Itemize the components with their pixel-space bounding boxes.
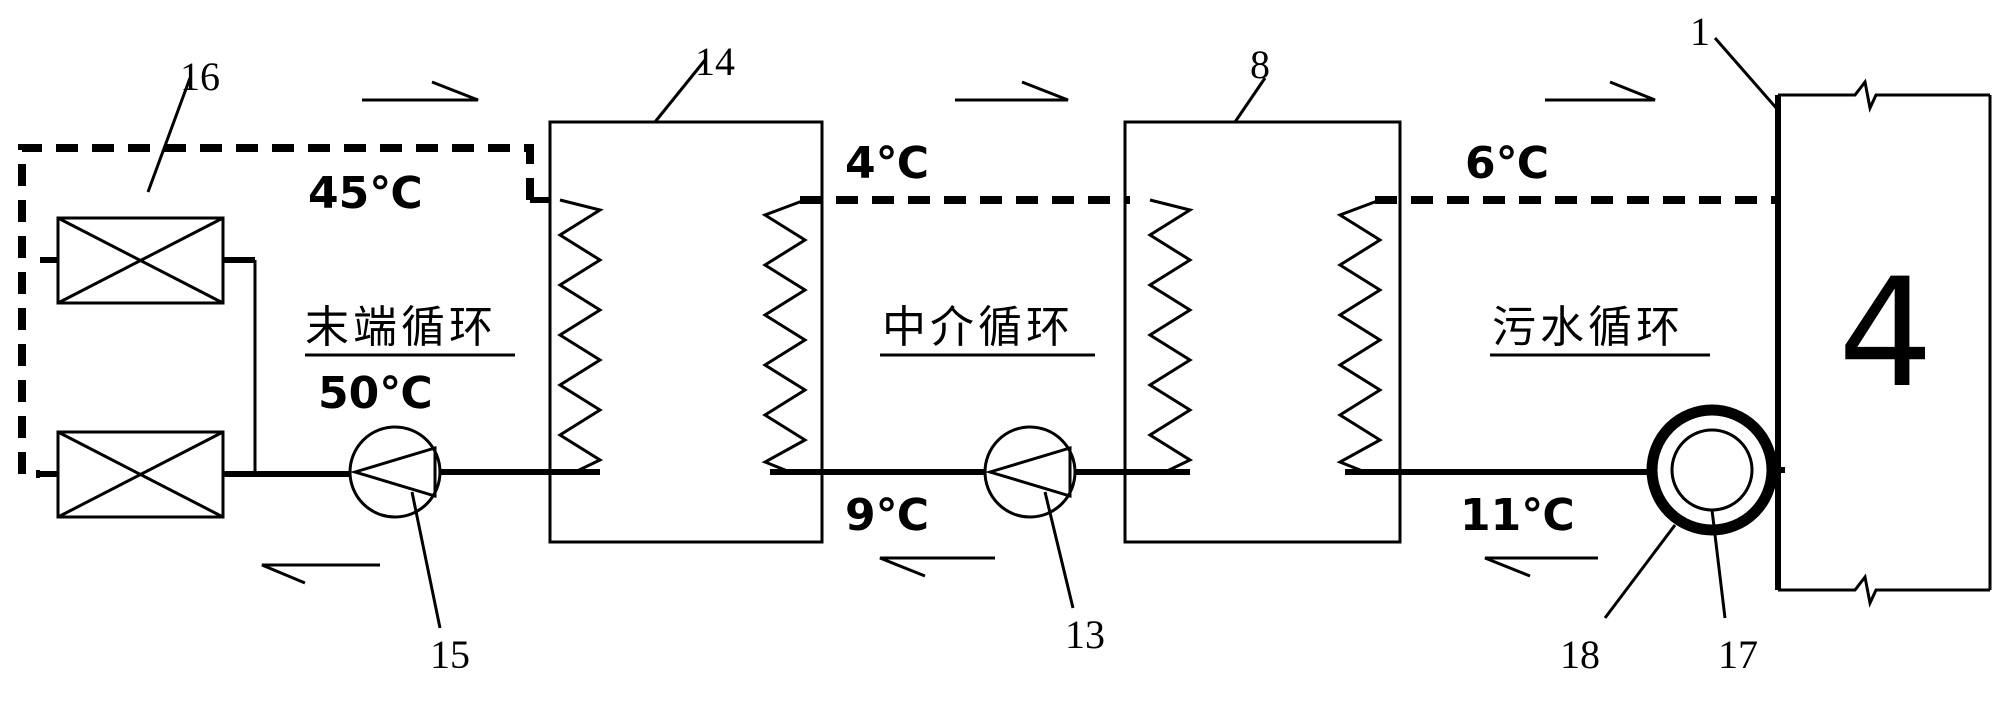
flow-arrow-right <box>1545 80 1656 102</box>
terminal-unit-lower <box>56 430 225 519</box>
coil-right-hx8 <box>1336 198 1383 474</box>
flow-arrow-left <box>1484 556 1598 578</box>
coil-left-hx8 <box>1147 198 1194 474</box>
loop-label-intermediate: 中介循环 <box>882 302 1074 353</box>
terminal-unit-upper <box>56 216 225 305</box>
pump-15 <box>348 425 442 519</box>
temp-11c: 11℃ <box>1460 490 1575 541</box>
ref-14: 14 <box>695 39 735 84</box>
flow-arrow-left <box>879 556 995 578</box>
ref-13: 13 <box>1065 612 1105 657</box>
temp-4c: 4℃ <box>845 138 929 189</box>
temp-9c: 9℃ <box>845 490 929 541</box>
heat-exchanger-14 <box>548 120 824 544</box>
coil-right-hx14 <box>761 198 808 474</box>
pump-13 <box>983 425 1077 519</box>
leader-17 <box>1710 509 1727 619</box>
tank-label-4: 4 <box>1838 247 1933 421</box>
temp-45c: 45℃ <box>308 168 423 219</box>
sewage-filter-17 <box>1670 428 1754 512</box>
flow-arrow-left <box>261 563 380 585</box>
temp-6c: 6℃ <box>1465 138 1549 189</box>
leader-15 <box>410 491 442 629</box>
heat-exchanger-8 <box>1123 120 1402 544</box>
ref-18: 18 <box>1560 632 1600 677</box>
flow-arrow-right <box>955 80 1069 102</box>
leader-18 <box>1603 524 1677 619</box>
loop-label-sewage: 污水循环 <box>1492 302 1684 353</box>
leader-8 <box>1233 77 1267 123</box>
ref-1: 1 <box>1690 9 1710 54</box>
coil-left-hx14 <box>557 198 604 474</box>
ref-8: 8 <box>1250 42 1270 87</box>
loop-label-terminal: 末端循环 <box>305 302 497 353</box>
ref-15: 15 <box>430 632 470 677</box>
ref-17: 17 <box>1718 632 1758 677</box>
leader-16 <box>146 77 192 193</box>
terminal-supply-dashed-pipe <box>18 144 534 478</box>
flow-arrow-right <box>362 80 479 102</box>
sewage-channel-1 <box>1775 78 1992 608</box>
temp-50c: 50℃ <box>318 368 433 419</box>
ref-16: 16 <box>180 54 220 99</box>
leader-14 <box>653 59 707 123</box>
leader-1 <box>1713 37 1780 111</box>
leader-13 <box>1043 491 1075 609</box>
